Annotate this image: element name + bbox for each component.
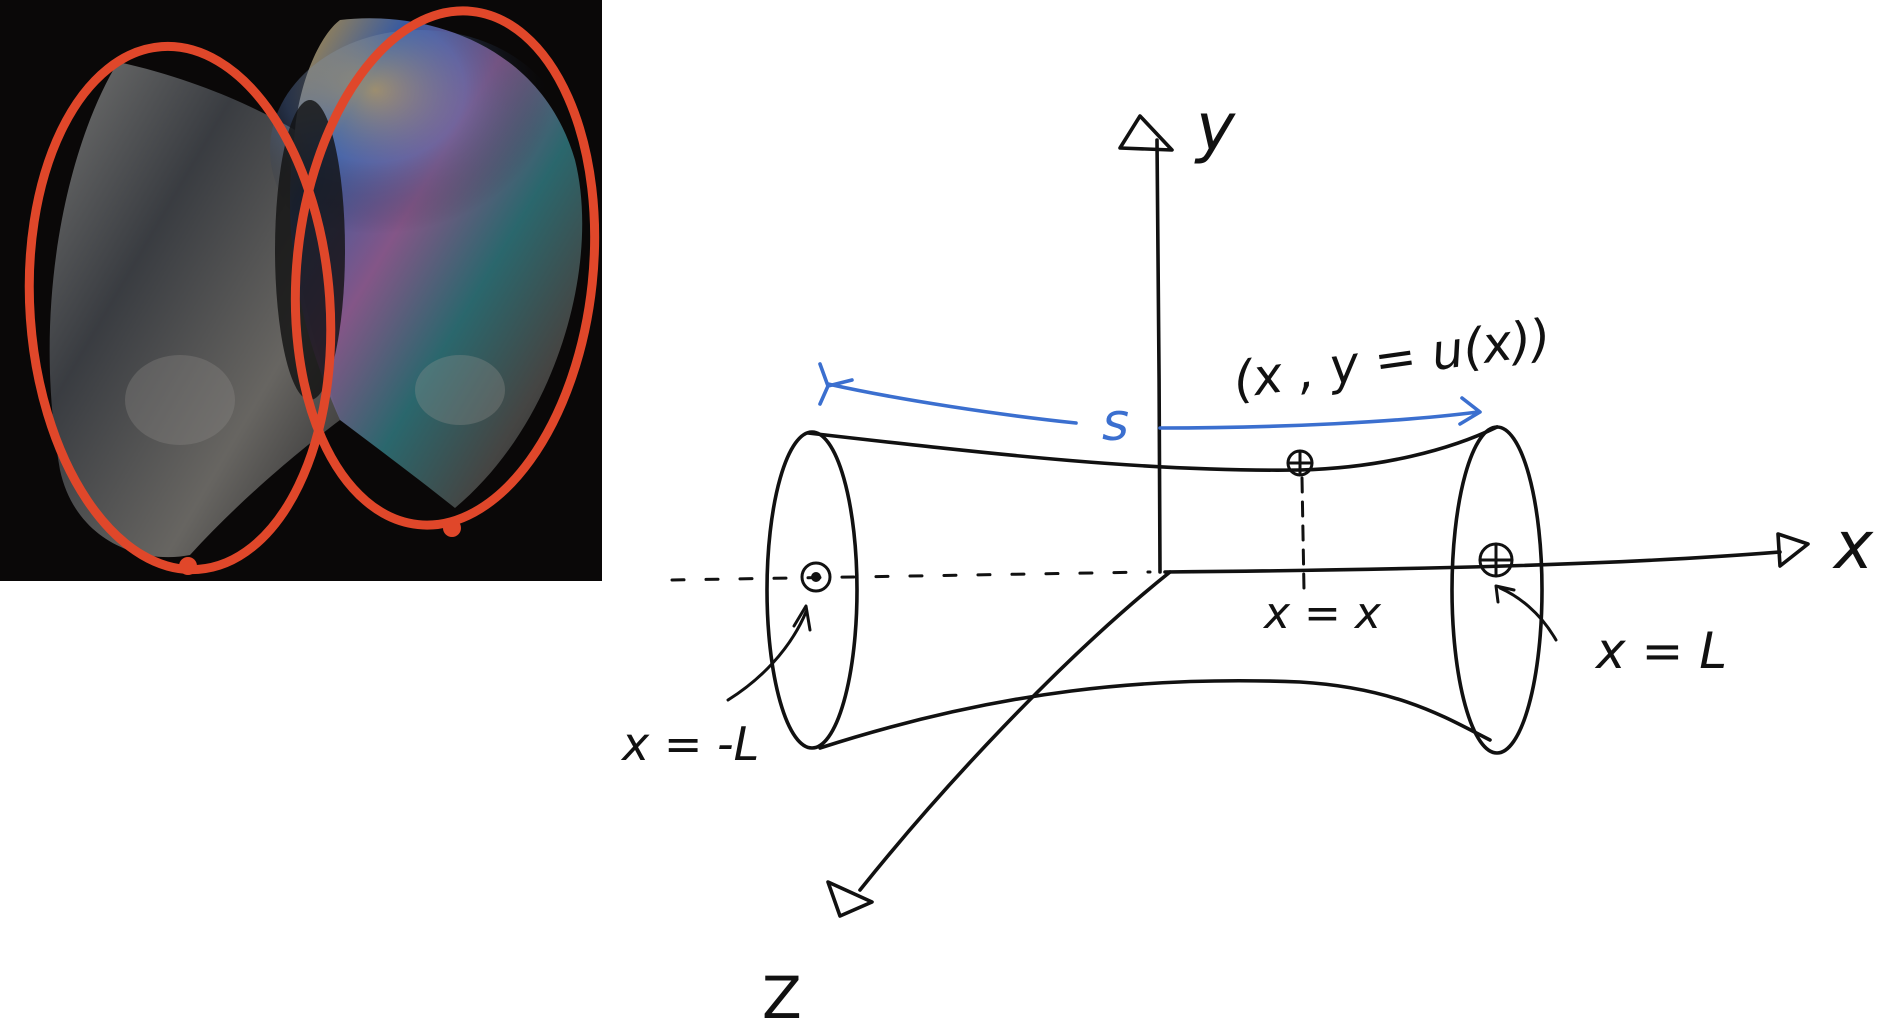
left-label-pointer — [726, 610, 808, 702]
z-axis-label: Z — [762, 964, 802, 1029]
soap-film-left — [49, 62, 340, 558]
arc-length-arrow-left — [826, 382, 1078, 425]
film-reflection-2 — [415, 355, 505, 425]
point-coordinate-label: (x , y = u(x)) — [1230, 308, 1555, 410]
film-sheen — [270, 30, 570, 270]
top-profile-curve — [806, 425, 1499, 472]
right-center-cross — [1478, 542, 1514, 578]
y-axis — [1155, 138, 1162, 574]
surface-point-cross — [1286, 449, 1314, 477]
y-axis-arrowhead — [1118, 114, 1174, 152]
x-axis — [1163, 550, 1782, 574]
z-axis — [858, 570, 1172, 892]
left-ring — [24, 41, 336, 575]
surface-point-dropline — [1300, 476, 1306, 592]
left-center-point — [800, 561, 832, 593]
z-axis-arrowhead — [826, 880, 874, 918]
right-label-pointer — [1498, 586, 1558, 642]
arc-length-label: s — [1102, 393, 1129, 453]
x-axis-dashed-extension — [670, 570, 1152, 582]
left-center-dot — [811, 572, 821, 582]
y-axis-label: y — [1194, 89, 1236, 166]
x-axis-arrowhead — [1776, 532, 1810, 568]
soap-film-photo — [0, 0, 602, 581]
right-ring — [290, 6, 600, 530]
arc-length-arrowhead-right — [1458, 396, 1482, 426]
ring-knot-right — [443, 519, 461, 537]
left-label-pointer-head — [792, 604, 812, 632]
film-reflection — [125, 355, 235, 445]
bottom-profile-curve — [818, 678, 1492, 750]
x-axis-label: x — [1832, 507, 1874, 584]
left-end-label: x = -L — [620, 717, 759, 771]
arc-length-arrowhead-left — [818, 362, 854, 406]
right-label-pointer-head — [1494, 584, 1516, 604]
arc-length-arrow-right — [1158, 410, 1480, 430]
mid-label: x = x — [1262, 588, 1382, 639]
right-end-label: x = L — [1594, 622, 1727, 680]
ring-knot-left — [179, 557, 197, 575]
